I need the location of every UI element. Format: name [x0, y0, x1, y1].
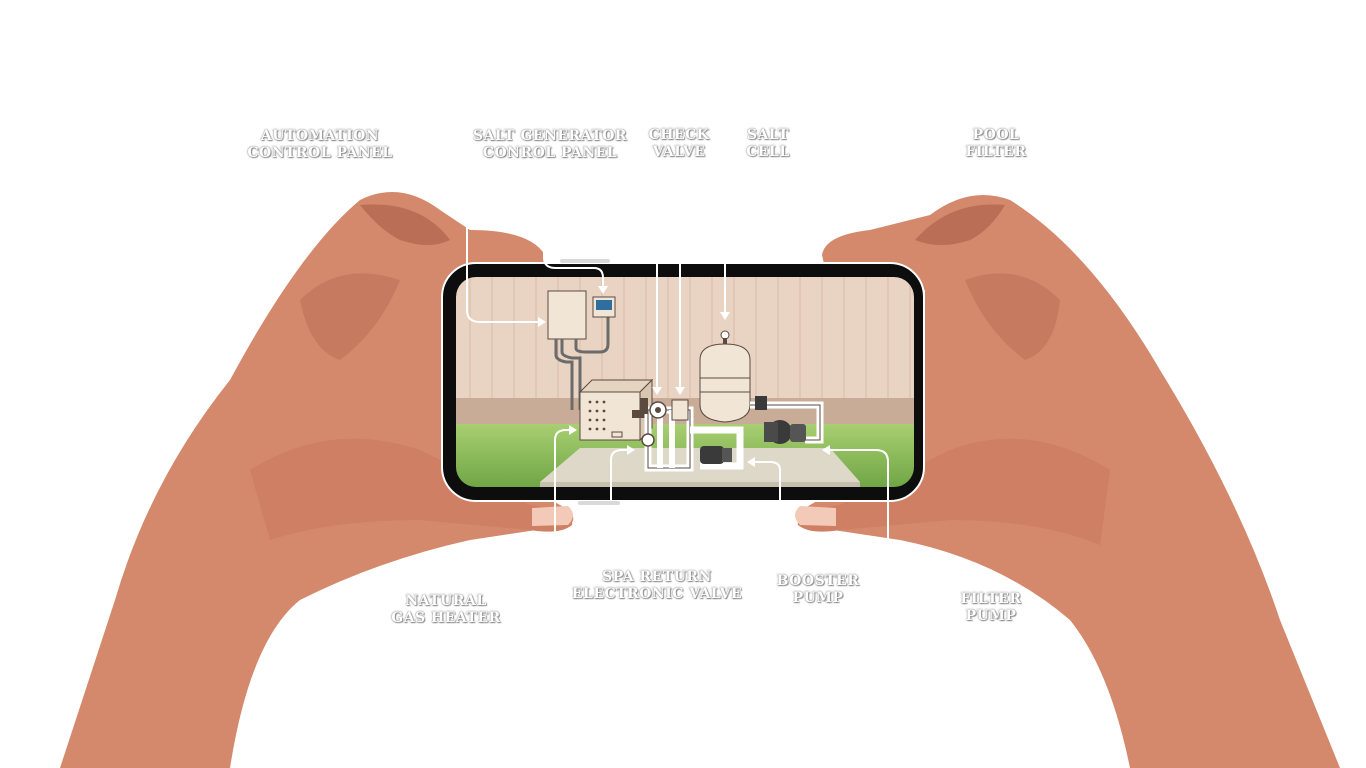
- label-spa-return-line1: SPA RETURN: [602, 569, 712, 585]
- label-salt-generator-line2: CONROL PANEL: [482, 145, 618, 161]
- phone-side-button-top: [560, 259, 610, 263]
- left-hand-thumb: [250, 438, 573, 540]
- leader-natural-gas-heater: [554, 429, 571, 541]
- salt-generator-panel-device: [592, 296, 616, 318]
- left-hand-finger-shadow: [300, 273, 400, 360]
- filter-pump-device: [755, 396, 806, 444]
- arrow-booster-pump: [747, 457, 755, 467]
- arrow-natural-gas-heater: [569, 425, 577, 435]
- phone-screen: [456, 277, 914, 487]
- leader-lines: [466, 214, 889, 546]
- label-booster-pump: BOOSTER PUMP: [777, 573, 860, 607]
- phone-side-button-bottom: [578, 501, 620, 505]
- booster-pump-device: [700, 446, 732, 464]
- label-booster-pump-line1: BOOSTER: [776, 573, 860, 589]
- arrow-check-valve: [652, 387, 662, 395]
- right-hand-thumb: [797, 438, 1110, 545]
- label-automation-control-panel-line2: CONTROL PANEL: [247, 145, 393, 161]
- label-natural-gas-heater: NATURAL GAS HEATER: [391, 593, 501, 627]
- label-salt-generator-control-panel: SALT GENERATOR CONROL PANEL: [473, 128, 627, 162]
- label-natural-gas-heater-line2: GAS HEATER: [391, 610, 501, 626]
- arrow-spa-return-valve: [627, 445, 635, 455]
- label-pool-filter-line1: POOL: [972, 127, 1020, 143]
- arrow-pool-filter: [720, 312, 730, 320]
- check-valve-device: [649, 401, 667, 419]
- leader-salt-generator: [543, 235, 604, 289]
- right-thumbnail: [795, 506, 836, 526]
- leader-booster-pump: [753, 461, 781, 501]
- arrow-salt-generator: [598, 286, 608, 294]
- automation-control-panel-device: [547, 290, 610, 410]
- arrow-filter-pump: [822, 445, 830, 455]
- fence-boards: [469, 277, 911, 400]
- label-spa-return-electronic-valve: SPA RETURN ELECTRONIC VALVE: [572, 569, 742, 603]
- spa-return-valve-device: [640, 398, 655, 447]
- label-automation-control-panel-line1: AUTOMATION: [260, 128, 380, 144]
- label-pool-filter-line2: FILTER: [965, 144, 1027, 160]
- label-natural-gas-heater-line1: NATURAL: [405, 593, 487, 609]
- label-filter-pump: FILTER PUMP: [961, 591, 1022, 625]
- label-filter-pump-line1: FILTER: [960, 591, 1022, 607]
- right-hand-finger-shadow: [965, 273, 1060, 360]
- label-booster-pump-line2: PUMP: [792, 590, 844, 606]
- label-filter-pump-line2: PUMP: [965, 608, 1017, 624]
- label-salt-cell-line1: SALT: [746, 127, 790, 143]
- label-salt-cell-line2: CELL: [746, 144, 790, 160]
- salt-cell-device: [671, 399, 689, 421]
- leader-spa-return-valve: [610, 449, 629, 501]
- leader-automation-control-panel: [466, 214, 541, 323]
- arrow-automation-control-panel: [538, 317, 546, 327]
- label-salt-generator-line1: SALT GENERATOR: [472, 128, 628, 144]
- label-pool-filter: POOL FILTER: [966, 127, 1027, 161]
- label-salt-cell: SALT CELL: [746, 127, 790, 161]
- right-hand-knuckle-shadow: [915, 204, 1005, 245]
- label-automation-control-panel: AUTOMATION CONTROL PANEL: [247, 128, 392, 162]
- label-check-valve-line2: VALVE: [652, 144, 706, 160]
- leader-filter-pump: [829, 449, 889, 546]
- left-thumbnail: [532, 506, 573, 526]
- label-check-valve-line1: CHECK: [648, 127, 710, 143]
- arrow-salt-cell: [675, 387, 685, 395]
- label-spa-return-line2: ELECTRONIC VALVE: [571, 586, 743, 602]
- right-hand: [795, 195, 1340, 768]
- label-check-valve: CHECK VALVE: [649, 127, 710, 161]
- pool-filter-device: [699, 330, 751, 423]
- left-hand-knuckle-shadow: [360, 204, 450, 245]
- leader-arrowheads: [538, 286, 830, 467]
- fence-background: [456, 277, 914, 403]
